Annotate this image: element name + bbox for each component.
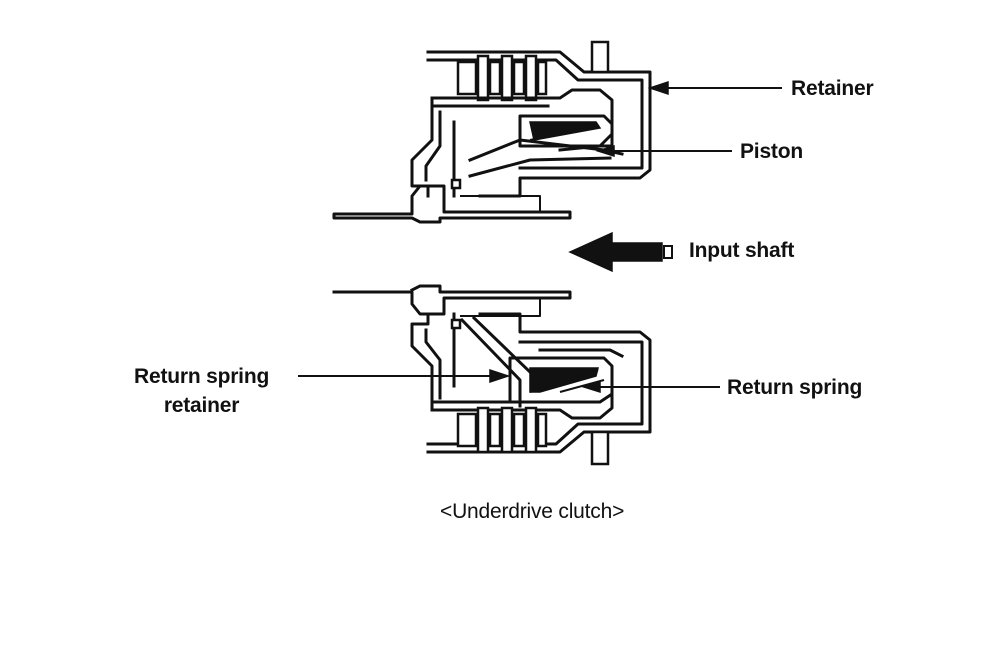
return-spring-leader: [581, 380, 720, 394]
upper-clutch-section: [332, 40, 652, 224]
lower-clutch-section: [332, 284, 652, 466]
return-spring-retainer-label-line2: retainer: [163, 394, 240, 417]
piston-label: Piston: [740, 140, 803, 163]
upper-clutch-discs: [456, 54, 548, 102]
retainer-leader: [647, 80, 782, 96]
retainer-label: Retainer: [791, 77, 874, 100]
piston-leader: [595, 144, 732, 158]
input-shaft-label: Input shaft: [689, 239, 795, 262]
return-spring-retainer-label-line1: Return spring: [134, 365, 270, 388]
return-spring-retainer-label: Return spring retainer: [134, 362, 269, 420]
return-spring-retainer-leader: [298, 368, 511, 384]
return-spring-label: Return spring: [727, 376, 863, 399]
input-shaft-arrow: [568, 231, 673, 273]
diagram-caption: <Underdrive clutch>: [440, 500, 625, 523]
lower-clutch-discs: [456, 406, 548, 454]
